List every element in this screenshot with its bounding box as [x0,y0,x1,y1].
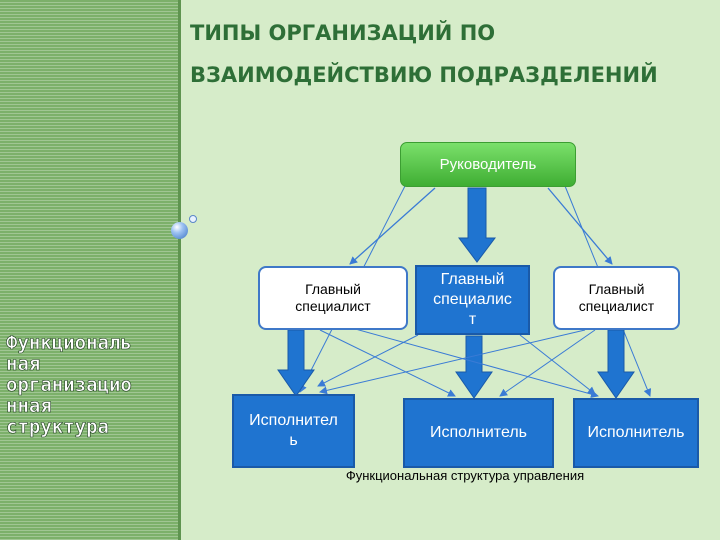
arrow-spec-3-to-exec-1 [319,329,586,395]
leader-box: Руководитель [400,142,576,187]
block-arrow-leader-to-spec-2 [458,187,496,263]
specialist-label-2: Главный специалис т [433,271,512,328]
arrow-spec-1-to-exec-3 [329,321,599,398]
executor-label-2: Исполнитель [429,424,527,441]
left-decor-panel [0,0,180,540]
executor-box-1: Исполнител ь [232,394,355,468]
arrow-leader-to-spec-1 [349,187,436,265]
executor-label-1: Исполнител ь [249,412,338,449]
specialist-label-3: Главный специалист [578,281,655,314]
arrow-spec-1-to-exec-2 [319,329,456,397]
arrow-spec-2-to-exec-1 [317,334,419,387]
executor-box-3: Исполнитель [573,398,699,468]
arrow-leader-to-spec-3 [547,187,613,265]
left-panel-edge [178,0,181,540]
page-title: ТИПЫ ОРГАНИЗАЦИЙ ПО ВЗАИМОДЕЙСТВИЮ ПОДРА… [190,21,658,87]
arrow-spec-2-to-exec-3 [519,334,596,395]
specialist-box-3: Главный специалист [553,266,680,330]
block-arrow-spec-2-to-exec-2 [455,335,493,399]
executor-box-2: Исполнитель [403,398,554,468]
decor-orb-icon [171,222,188,239]
specialist-label-1: Главный специалист [295,281,371,314]
leader-label: Руководитель [439,156,537,173]
specialist-box-2: Главный специалис т [415,265,530,335]
side-label: Функциональ ная организацио нная структу… [6,332,132,438]
block-arrow-spec-1-to-exec-1 [277,329,315,397]
decor-small-orb-icon [189,215,197,223]
diagram-caption: Функциональная структура управления [345,468,585,483]
block-arrow-spec-3-to-exec-3 [597,329,635,399]
executor-label-3: Исполнитель [587,424,685,441]
arrow-spec-3-to-exec-2 [499,329,596,397]
specialist-box-1: Главный специалист [258,266,408,330]
